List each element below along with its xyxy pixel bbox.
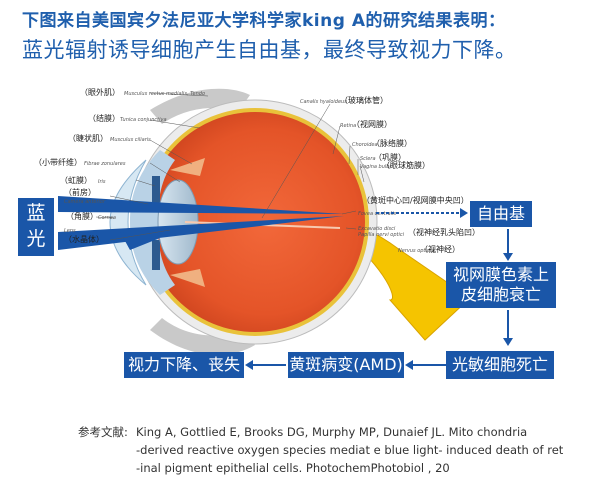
label-outer-muscle: （眼外肌） bbox=[80, 87, 120, 97]
iris bbox=[152, 176, 160, 206]
svg-text:Papilla nervi optici: Papilla nervi optici bbox=[358, 232, 405, 238]
label-iris: （虹膜） bbox=[60, 175, 92, 185]
anterior-segment bbox=[130, 150, 175, 295]
free-radical-box: 自由基 bbox=[470, 201, 532, 227]
svg-text:Excavatio disci: Excavatio disci bbox=[358, 226, 396, 232]
svg-text:Musculus ciliaris: Musculus ciliaris bbox=[110, 137, 151, 143]
blue-light-box: 蓝 光 bbox=[18, 198, 54, 256]
label-optic-disc: （视神经乳头陷凹） bbox=[408, 227, 480, 237]
svg-text:Vagina bulbi: Vagina bulbi bbox=[360, 164, 391, 170]
svg-text:Canalis hyaloideus: Canalis hyaloideus bbox=[300, 99, 347, 105]
svg-text:Iris: Iris bbox=[98, 179, 106, 185]
label-optic-nerve: （视神经） bbox=[420, 244, 460, 254]
svg-text:Tunica conjunctiva: Tunica conjunctiva bbox=[120, 117, 167, 123]
vision-loss-box: 视力下降、丧失 bbox=[124, 352, 244, 378]
pigment-epithelium-box: 视网膜色素上 皮细胞衰亡 bbox=[446, 262, 556, 308]
blue-light-beam-upper bbox=[58, 196, 344, 214]
label-ciliary: （睫状肌） bbox=[68, 133, 108, 143]
label-retina: （视网膜） bbox=[352, 119, 392, 129]
label-vagina: （眼球筋膜） bbox=[382, 160, 430, 170]
references: 参考文献:King A, Gottlied E, Brooks DG, Murp… bbox=[78, 425, 564, 475]
svg-text:Choroidea: Choroidea bbox=[352, 142, 378, 148]
label-conjunctiva: （结膜） bbox=[88, 113, 120, 123]
references-label: 参考文献: bbox=[78, 425, 128, 439]
label-zonule: （小带纤维） bbox=[34, 157, 82, 167]
svg-text:Musculus rectus medialis, Tend: Musculus rectus medialis, Tendo bbox=[124, 91, 205, 97]
label-choroid: （脉络膜） bbox=[372, 138, 412, 148]
label-sclera: （巩膜） bbox=[374, 152, 406, 162]
svg-text:Camera anterior: Camera anterior bbox=[64, 199, 106, 205]
label-anterior-chamber: （前房） bbox=[64, 187, 96, 197]
svg-text:Fibrae zonulares: Fibrae zonulares bbox=[84, 161, 126, 167]
label-lens: （水晶体） bbox=[64, 234, 104, 244]
headline: 下图来自美国宾夕法尼亚大学科学家king A的研究结果表明： bbox=[22, 11, 506, 31]
subheadline: 蓝光辐射诱导细胞产生自由基，最终导致视力下降。 bbox=[22, 38, 517, 62]
label-vitreous: （玻璃体管） bbox=[340, 95, 388, 105]
eye-muscle bbox=[150, 88, 250, 124]
amd-box: 黄斑病变(AMD) bbox=[288, 352, 404, 378]
svg-text:Retina: Retina bbox=[340, 123, 356, 129]
label-macula: （黄斑中心凹/视网膜中央凹） bbox=[362, 195, 469, 205]
svg-text:Lens: Lens bbox=[64, 228, 76, 234]
svg-text:Cornea: Cornea bbox=[98, 215, 116, 221]
label-cornea: （角膜） bbox=[66, 211, 98, 221]
svg-text:Sclera: Sclera bbox=[360, 156, 376, 162]
svg-text:Nervus opticus: Nervus opticus bbox=[398, 248, 436, 254]
photoreceptor-death-box: 光敏细胞死亡 bbox=[446, 351, 554, 379]
arrow-to-free-radical bbox=[460, 208, 468, 218]
